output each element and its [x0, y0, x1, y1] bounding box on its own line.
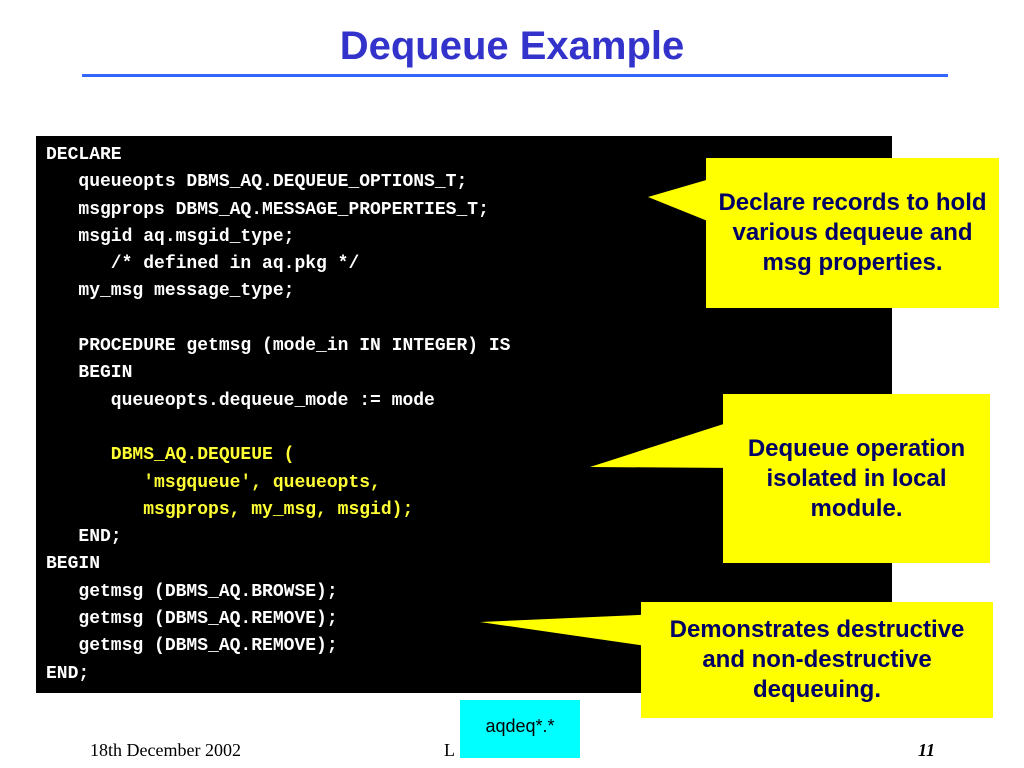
callout-pointer-dequeue: [590, 420, 736, 468]
footer-date: 18th December 2002: [90, 740, 241, 760]
callout-demonstrates: Demonstrates destructive and non-destruc…: [641, 602, 993, 718]
code-block: DECLARE queueopts DBMS_AQ.DEQUEUE_OPTION…: [46, 142, 510, 688]
code-line: /* defined in aq.pkg */: [46, 254, 360, 275]
code-line: BEGIN: [46, 554, 101, 575]
code-line: my_msg message_type;: [46, 281, 295, 302]
slide-title: Dequeue Example: [339, 24, 685, 68]
code-line: PROCEDURE getmsg (mode_in IN INTEGER) IS: [46, 336, 511, 357]
code-line: DECLARE: [46, 145, 122, 165]
code-line: msgid aq.msgid_type;: [46, 226, 295, 247]
callout-pointer-demonstrates: [480, 614, 660, 648]
code-line: msgprops DBMS_AQ.MESSAGE_PROPERTIES_T;: [46, 199, 489, 220]
code-line: getmsg (DBMS_AQ.BROWSE);: [46, 581, 338, 602]
code-line: END;: [46, 663, 90, 684]
title-underline: [82, 74, 948, 77]
code-line: END;: [46, 527, 122, 548]
callout-pointer-declare: [648, 176, 720, 226]
file-reference-tag[interactable]: aqdeq*.*: [460, 700, 580, 758]
code-line: getmsg (DBMS_AQ.REMOVE);: [46, 636, 338, 657]
footer-page-number: 11: [918, 740, 936, 760]
code-line: msgprops, my_msg, msgid);: [46, 499, 414, 520]
code-line: DBMS_AQ.DEQUEUE (: [46, 445, 295, 466]
code-line: getmsg (DBMS_AQ.REMOVE);: [46, 609, 338, 630]
code-line: queueopts DBMS_AQ.DEQUEUE_OPTIONS_T;: [46, 172, 468, 193]
code-line: queueopts.dequeue_mode := mode: [46, 390, 435, 411]
code-line: 'msgqueue', queueopts,: [46, 472, 381, 493]
callout-declare-records: Declare records to hold various dequeue …: [706, 158, 999, 308]
code-line: BEGIN: [46, 363, 133, 384]
callout-dequeue-operation: Dequeue operation isolated in local modu…: [723, 394, 990, 563]
footer-title-fragment: L: [444, 740, 455, 760]
